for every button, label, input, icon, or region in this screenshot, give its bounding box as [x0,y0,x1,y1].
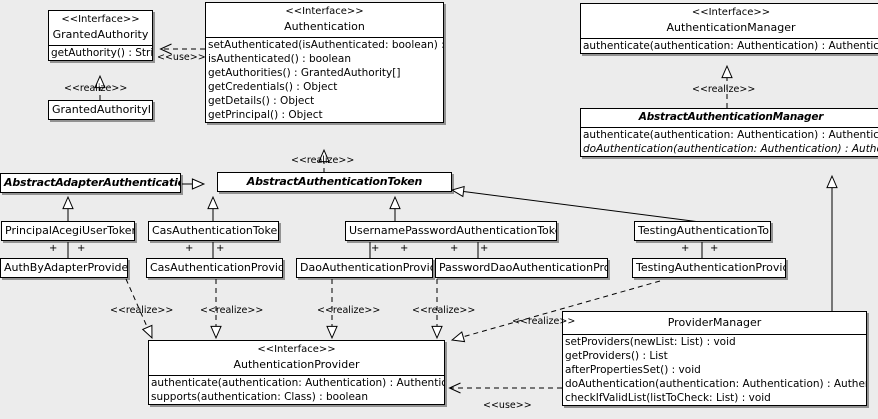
operation: authenticate(authentication: Authenticat… [151,377,445,389]
class-authentication-manager[interactable]: <<Interface>> AuthenticationManager auth… [580,3,878,54]
class-stereotype: <<Interface>> [285,6,364,17]
class-name: UsernamePasswordAuthenticationToken [349,224,557,237]
operation: getAuthorities() : GrantedAuthority[] [208,67,401,79]
association-marker-plus: + [216,243,225,254]
association-marker-plus: + [371,243,380,254]
section-divider [49,45,152,46]
operations-compartment: setAuthenticated(isAuthenticated: boolea… [206,38,443,122]
edge-label-realize-authbyadapterprovider: <<realize>> [110,305,174,316]
class-name: AuthByAdapterProvider [4,261,128,274]
operation: doAuthentication(authentication: Authent… [565,378,866,390]
operation: getAuthority() : String [51,47,153,59]
class-password-dao-authentication-provider[interactable]: PasswordDaoAuthenticationProvider [435,258,608,278]
class-authentication[interactable]: <<Interface>> Authentication setAuthenti… [205,2,444,123]
section-divider [149,375,444,376]
class-cas-authentication-token[interactable]: CasAuthenticationToken [148,221,279,241]
class-name: AuthenticationManager [666,21,796,34]
operations-compartment: authenticate(authentication: Authenticat… [149,376,444,404]
class-abstract-authentication-manager[interactable]: AbstractAuthenticationManager authentica… [580,108,878,157]
class-name: AbstractAuthenticationToken [246,175,423,188]
edge-label-realize-casauthenticationprovider: <<realize>> [200,305,264,316]
class-testing-authentication-token[interactable]: TestingAuthenticationToken [634,221,771,241]
class-authentication-provider[interactable]: <<Interface>> AuthenticationProvider aut… [148,340,445,405]
edge-label-realize-grantedauthorityimpl: <<realize>> [64,83,128,94]
class-provider-manager[interactable]: ProviderManager setProviders(newList: Li… [562,311,867,406]
class-cas-authentication-provider[interactable]: CasAuthenticationProvider [146,258,283,278]
operation: authenticate(authentication: Authenticat… [583,40,878,52]
operation: setAuthenticated(isAuthenticated: boolea… [208,39,443,51]
association-marker-plus: + [77,243,86,254]
association-marker-plus: + [185,243,194,254]
class-abstract-adapter-authentication-token[interactable]: AbstractAdapterAuthenticationToken [0,173,181,193]
association-marker-plus: + [400,243,409,254]
class-name: AuthenticationProvider [233,358,360,371]
class-principal-acegi-user-token[interactable]: PrincipalAcegiUserToken [1,221,135,241]
class-auth-by-adapter-provider[interactable]: AuthByAdapterProvider [0,258,128,278]
class-stereotype: <<Interface>> [257,344,336,355]
class-name: GrantedAuthorityImpl [52,103,152,116]
operation: authenticate(authentication: Authenticat… [583,129,878,141]
operation: setProviders(newList: List) : void [565,336,736,348]
association-marker-plus: + [450,243,459,254]
class-name: ProviderManager [667,316,762,329]
class-name: GrantedAuthority [52,28,149,41]
edge-label-realize-testingauthenticationprovider: <<realize>> [512,316,576,327]
class-name: PasswordDaoAuthenticationProvider [439,261,607,274]
edge-label-realize-daoauthenticationprovider: <<realize>> [317,305,381,316]
class-name: PrincipalAcegiUserToken [5,224,135,237]
edge-label-realize-passworddaoauthenticationprovider: <<realize>> [412,305,476,316]
operation: isAuthenticated() : boolean [208,53,351,65]
operations-compartment: authenticate(authentication: Authenticat… [581,39,878,53]
section-divider [581,38,878,39]
section-divider [206,37,443,38]
class-name: TestingAuthenticationToken [638,224,770,237]
operation: getPrincipal() : Object [208,109,323,121]
class-name: DaoAuthenticationProvider [300,261,432,274]
class-name: CasAuthenticationProvider [150,261,283,274]
class-dao-authentication-provider[interactable]: DaoAuthenticationProvider [296,258,433,278]
association-marker-plus: + [49,243,58,254]
section-divider [563,334,866,335]
operations-compartment: setProviders(newList: List) : void getPr… [563,335,866,405]
class-testing-authentication-provider[interactable]: TestingAuthenticationProvider [632,258,786,278]
class-granted-authority-impl[interactable]: GrantedAuthorityImpl [48,100,153,120]
association-marker-plus: + [710,243,719,254]
operation-abstract: doAuthentication(authentication: Authent… [583,143,878,155]
operation: supports(authentication: Class) : boolea… [151,391,368,403]
operation: checkIfValidList(listToCheck: List) : vo… [565,392,771,404]
section-divider [581,127,878,128]
edge-generalization-testingtoken [450,185,701,223]
class-name: Authentication [284,20,365,33]
edge-label-realize-abstractauthenticationmanager: <<realize>> [692,84,756,95]
edge-label-realize-abstractauthenticationtoken: <<realize>> [291,155,355,166]
operation: getCredentials() : Object [208,81,338,93]
association-marker-plus: + [681,243,690,254]
operation: getProviders() : List [565,350,668,362]
class-name: TestingAuthenticationProvider [636,261,786,274]
class-stereotype: <<Interface>> [61,14,140,25]
class-name: AbstractAdapterAuthenticationToken [4,176,180,189]
operation: getDetails() : Object [208,95,315,107]
association-marker-plus: + [480,243,489,254]
operations-compartment: authenticate(authentication: Authenticat… [581,128,878,156]
class-name: CasAuthenticationToken [152,224,279,237]
operations-compartment: getAuthority() : String [49,46,152,60]
class-username-password-authentication-token[interactable]: UsernamePasswordAuthenticationToken [345,221,557,241]
class-stereotype: <<Interface>> [691,7,771,18]
edge-label-use-providermanager: <<use>> [483,400,532,411]
edge-label-use-authentication-grantedauthority: <<use>> [157,52,206,63]
class-name: AbstractAuthenticationManager [638,111,824,123]
operation: afterPropertiesSet() : void [565,364,701,376]
class-abstract-authentication-token[interactable]: AbstractAuthenticationToken [217,172,452,192]
class-granted-authority[interactable]: <<Interface>> GrantedAuthority getAuthor… [48,10,153,61]
